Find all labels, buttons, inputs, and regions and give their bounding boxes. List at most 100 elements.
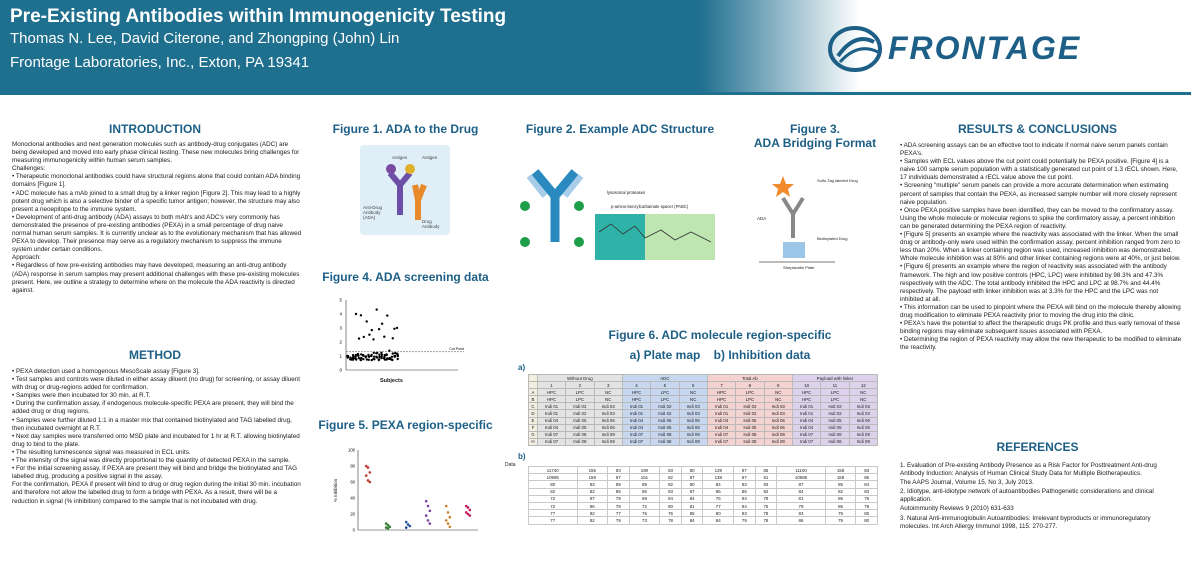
figure-6-title: Figure 6. ADC molecule region-specific <box>608 328 832 342</box>
fig3-label-sulfo-tag: Sulfo-Tag labeled Drug <box>817 178 858 183</box>
references-heading: REFERENCES <box>996 440 1079 454</box>
plate-cell: Indi 08 <box>735 437 765 446</box>
data-cell: 87 <box>680 487 704 496</box>
fig5-point <box>408 524 412 528</box>
fig5-point <box>446 522 450 525</box>
data-cell: 84 <box>702 516 735 525</box>
fig4-point <box>351 358 355 361</box>
data-cell: 158 <box>576 473 609 482</box>
data-cell: 82 <box>576 516 609 525</box>
plate-cell: Indi 07 <box>621 437 652 446</box>
fig4-point <box>390 355 394 358</box>
data-cell: 76 <box>628 509 661 518</box>
fig4-point <box>364 355 367 359</box>
data-cell: 83 <box>576 480 609 489</box>
method-paragraph: • Next day samples were transferred onto… <box>12 432 300 448</box>
fig5-point <box>364 464 368 468</box>
intro-paragraph: Monoclonal antibodies and next generatio… <box>12 141 300 165</box>
results-paragraph: • [Figure 5] presents an example where t… <box>900 231 1181 263</box>
fig4-point <box>378 353 381 356</box>
adc-structure-diagram <box>520 169 715 260</box>
data-cell: 86 <box>733 487 756 496</box>
method-paragraph: For the confirmation, PEXA if present wi… <box>12 481 301 505</box>
fig4-point <box>375 308 378 311</box>
data-cell: 83 <box>776 509 826 518</box>
data-cell: 80 <box>702 509 735 518</box>
fig5-point <box>366 466 370 469</box>
fig5-point <box>426 519 430 522</box>
fig5-point <box>424 499 428 503</box>
fig4-point <box>365 320 368 323</box>
plate-col-number: 6 <box>678 381 708 390</box>
fig4-point <box>377 358 380 362</box>
fig5-point <box>468 508 472 512</box>
data-cell: 83 <box>607 465 630 475</box>
plate-row-label: F <box>528 423 538 432</box>
data-cell: 84 <box>680 494 704 503</box>
fig5-point <box>386 527 390 530</box>
data-cell: 75 <box>754 501 778 511</box>
fig5-point <box>468 514 472 517</box>
data-cell: 79 <box>607 516 630 525</box>
data-cell: 90 <box>680 480 704 489</box>
data-cell: 82 <box>576 487 609 496</box>
fig5-point <box>404 520 408 524</box>
plate-row-label: B <box>528 395 538 404</box>
data-cell: 83 <box>855 465 878 475</box>
fig4-point <box>393 355 396 358</box>
fig4-point <box>367 358 370 361</box>
data-cell: 89 <box>628 480 661 489</box>
plate-cell: LPC <box>565 388 595 397</box>
header-fade <box>700 0 860 92</box>
fig4-point <box>395 326 399 330</box>
plate-cell: Indi 05 <box>565 423 595 432</box>
plate-cell: Indi 03 <box>763 409 793 418</box>
data-cell: 81 <box>680 501 704 511</box>
poster-authors: Thomas N. Lee, David Citerone, and Zhong… <box>10 30 400 47</box>
fig5-point <box>448 515 452 519</box>
fig4-point <box>391 358 394 362</box>
plate-cell: Indi 01 <box>706 402 737 411</box>
fig4-point <box>367 355 370 358</box>
fig4-point <box>380 356 383 360</box>
fig5-point <box>466 506 470 509</box>
plate-cell: NC <box>848 395 879 404</box>
data-cell: 87 <box>733 473 756 482</box>
data-cell: 84 <box>680 516 704 525</box>
fig4-point <box>349 358 353 361</box>
reference-item: The AAPS Journal, Volume 15, No 3, July … <box>900 479 1034 487</box>
fig4-point <box>359 357 362 361</box>
data-cell: 82 <box>576 509 609 518</box>
data-cell: 84 <box>702 480 735 489</box>
fig4-point <box>365 358 368 361</box>
data-cell: 69 <box>628 494 661 503</box>
results-paragraph: • Screening "multiple" serum panels can … <box>900 182 1177 206</box>
fig5-point <box>404 526 408 529</box>
data-cell: 79 <box>824 516 857 525</box>
data-cell: 86 <box>776 516 826 525</box>
plate-cell: Indi 02 <box>735 402 765 411</box>
plate-map-table: Without Drug ADC Total Ab Payload with l… <box>528 373 879 446</box>
fig1-label-antigen: Antigen <box>422 155 438 160</box>
plate-cell: Indi 09 <box>848 437 879 446</box>
reference-item: 1. Evaluation of Pre-existing Antibody P… <box>900 462 1157 478</box>
intro-paragraph: • Development of anti-drug antibody (ADA… <box>12 213 302 254</box>
plate-group-header: Without Drug <box>536 373 623 383</box>
plate-cell: Indi 04 <box>706 416 737 425</box>
plate-cell: LPC <box>650 395 680 404</box>
figure-6-subtitle: a) Plate map b) Inhibition data <box>629 348 811 362</box>
data-cell: 84 <box>733 494 756 503</box>
fig4-point <box>383 335 386 338</box>
fig2-label-spacer: p-amino-benzylcarbamate spacer (PABC) <box>611 204 689 209</box>
data-cell: 85 <box>754 465 778 475</box>
plate-cell: Indi 03 <box>678 409 708 418</box>
references-body: 1. Evaluation of Pre-existing Antibody P… <box>900 462 1182 532</box>
fig5-y-tick-label: 40 <box>350 496 355 501</box>
plate-cell: HPC <box>706 388 737 397</box>
